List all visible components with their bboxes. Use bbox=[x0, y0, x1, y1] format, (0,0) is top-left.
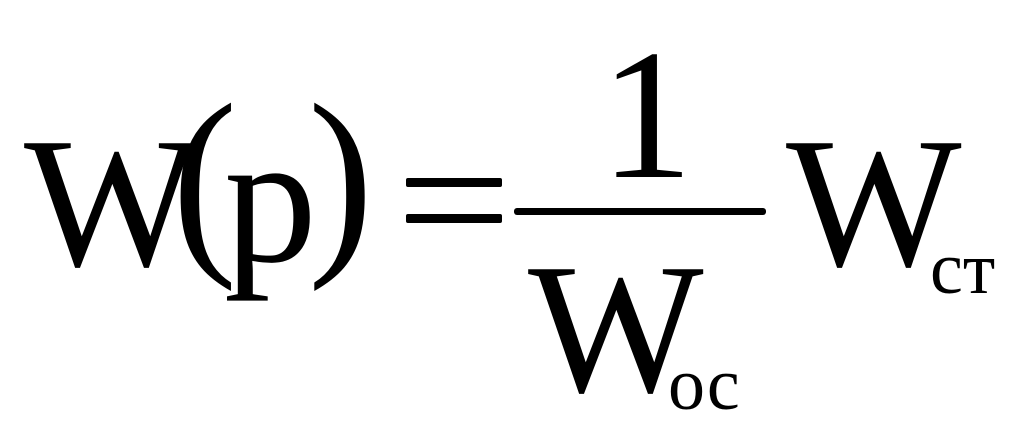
close-parenthesis: ) bbox=[308, 62, 374, 293]
denominator-w-symbol: W bbox=[528, 226, 704, 432]
factor-w-symbol: W bbox=[786, 100, 962, 306]
argument-p: p bbox=[224, 96, 317, 302]
open-parenthesis: ( bbox=[172, 62, 238, 293]
factor-subscript-st: ст bbox=[930, 228, 996, 310]
numerator-one: 1 bbox=[600, 12, 693, 218]
equals-sign-bottom-bar bbox=[406, 214, 502, 223]
fraction-bar bbox=[514, 208, 766, 215]
denominator-subscript-os: ос bbox=[668, 344, 740, 426]
equals-sign-top-bar bbox=[406, 178, 502, 187]
lhs-w-symbol: W bbox=[24, 100, 200, 306]
